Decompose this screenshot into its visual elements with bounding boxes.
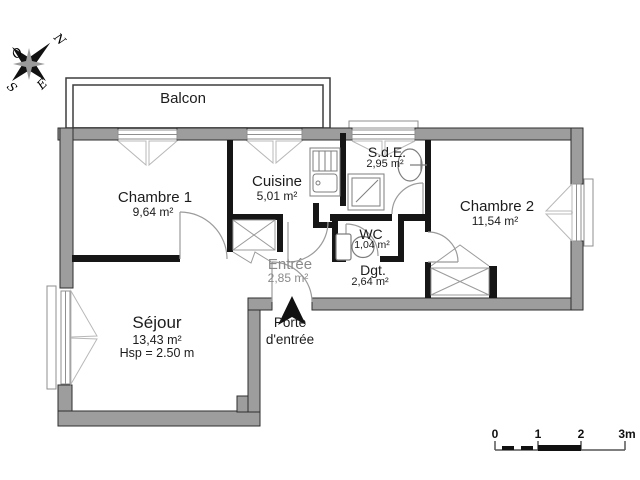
room-label-sde: S.d.E. — [367, 144, 407, 160]
room-label-chambre1: Chambre 1 — [117, 189, 193, 206]
window-casement-marks — [70, 140, 573, 386]
shower-icon — [347, 173, 385, 211]
door-arcs — [179, 182, 459, 303]
closet-entree — [232, 219, 276, 264]
room-area-sde: 2,95 m² — [366, 158, 404, 170]
scale-tick-2: 2 — [578, 427, 585, 441]
room-label-sejour: Séjour — [132, 313, 182, 332]
balcony-label: Balcon — [160, 90, 206, 107]
compass-south-label: S — [4, 79, 20, 95]
scale-bar: 0 1 2 3m — [492, 427, 636, 451]
compass-rose-icon: N O S E — [4, 30, 69, 95]
entrance-door-label-line1: Porte — [273, 315, 307, 330]
room-area-cuisine: 5,01 m² — [256, 189, 298, 203]
washbasin-icon — [397, 148, 427, 182]
scale-tick-3: 3m — [618, 427, 635, 441]
kitchen-sink-icon — [309, 147, 341, 197]
room-label-dgt: Dgt. — [360, 262, 386, 278]
scale-tick-1: 1 — [535, 427, 542, 441]
interior-walls — [72, 133, 497, 298]
window-sills — [46, 120, 594, 390]
room-area-chambre1: 9,64 m² — [132, 205, 174, 219]
entrance-arrow-icon — [278, 296, 306, 325]
room-area-dgt: 2,64 m² — [351, 276, 389, 288]
scale-tick-0: 0 — [492, 427, 499, 441]
compass-east-label: E — [33, 76, 50, 93]
toilet-icon — [335, 233, 375, 261]
room-area-sejour: 13,43 m² — [132, 333, 182, 347]
room-label-entree: Entrée — [267, 256, 313, 273]
room-label-chambre2: Chambre 2 — [459, 198, 535, 215]
closet-chambre2 — [430, 244, 490, 296]
room-area-chambre2: 11,54 m² — [471, 214, 519, 228]
room-area-entree: 2,85 m² — [267, 271, 309, 285]
compass-north-label: N — [50, 30, 68, 48]
room-label-wc: WC — [359, 226, 383, 242]
entrance-door-label-line2: d'entrée — [265, 332, 315, 347]
room-label-cuisine: Cuisine — [251, 173, 303, 190]
windows — [60, 129, 582, 385]
room-ceiling-height-sejour: Hsp = 2.50 m — [119, 346, 195, 360]
room-area-wc: 1,04 m² — [354, 239, 390, 251]
